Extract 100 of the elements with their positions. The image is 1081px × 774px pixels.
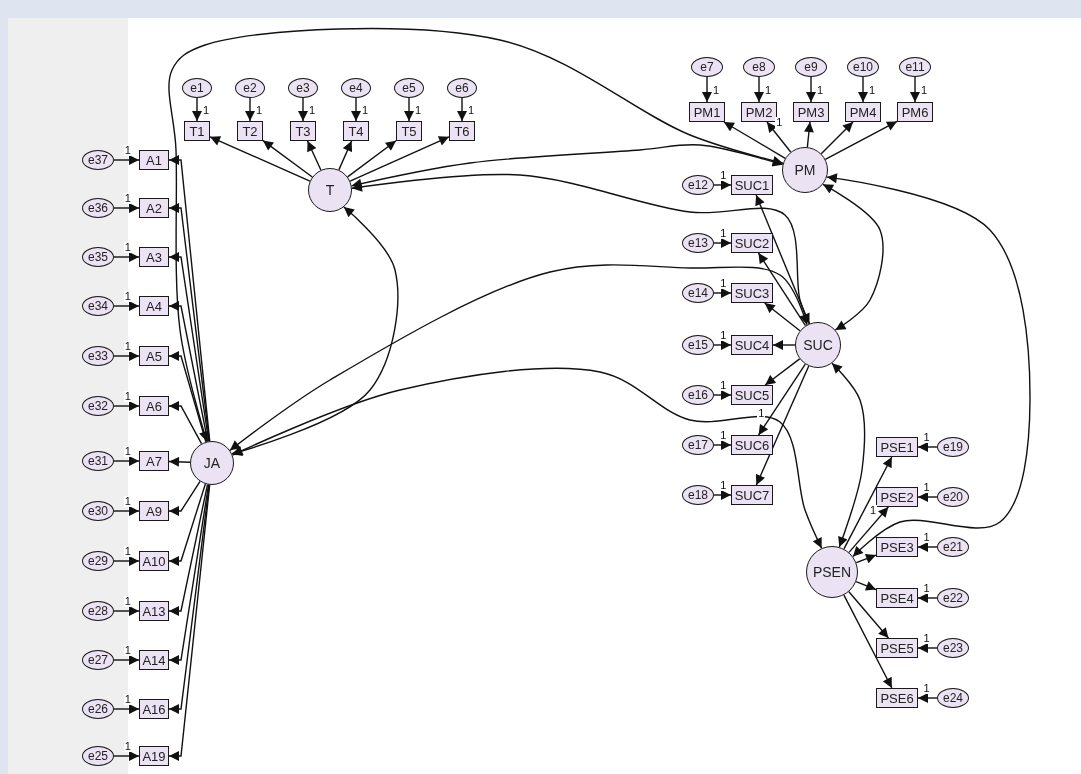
arrow [713, 340, 732, 350]
edge-label: 1 [308, 104, 317, 116]
covariance-arrow [231, 367, 823, 549]
arrow [723, 121, 786, 159]
error-term-circle: e22 [937, 588, 969, 608]
edge-label: 1 [123, 741, 132, 752]
error-term-circle: e11 [899, 57, 931, 77]
error-term-circle: e24 [937, 688, 969, 708]
observed-variable-box: T5 [396, 121, 422, 141]
observed-variable-box: PSE3 [876, 537, 918, 557]
covariance-arrow [822, 183, 884, 331]
error-term-circle: e10 [847, 57, 879, 77]
edge-label: 1 [757, 408, 766, 420]
arrow [917, 593, 938, 603]
covariance-arrow [168, 27, 784, 443]
edge-label: 1 [816, 84, 825, 96]
observed-variable-box: A19 [139, 746, 169, 766]
arrow [168, 351, 207, 443]
covariance-arrow [831, 362, 866, 548]
arrow [168, 483, 209, 616]
arrow [338, 140, 353, 171]
arrow [457, 97, 467, 122]
error-term-circle: e19 [937, 437, 969, 457]
arrow [910, 76, 920, 103]
observed-variable-box: A6 [139, 396, 169, 416]
edge-label: 1 [123, 694, 132, 705]
edge-label: 1 [922, 532, 931, 543]
observed-variable-box: T2 [237, 121, 263, 141]
arrow [113, 301, 140, 311]
error-term-circle: e18 [682, 485, 714, 505]
edge-label: 1 [123, 496, 132, 507]
observed-variable-box: SUC1 [731, 175, 773, 195]
arrow [113, 252, 140, 262]
latent-variable-circle: SUC [795, 322, 841, 368]
arrow [713, 180, 732, 190]
edge-label: 1 [123, 645, 132, 656]
arrow [245, 97, 255, 122]
edge-label: 1 [922, 482, 931, 493]
error-term-circle: e9 [795, 57, 827, 77]
edge-label: 1 [123, 341, 132, 352]
covariance-arrow [350, 143, 784, 189]
arrow [713, 288, 732, 298]
arrow [713, 390, 732, 400]
observed-variable-box: PSE5 [876, 638, 918, 658]
arrow [346, 140, 397, 178]
arrow [917, 492, 938, 502]
covariance-arrow [229, 264, 809, 452]
arrow [917, 542, 938, 552]
edge-label: 1 [467, 104, 476, 116]
error-term-circle: e13 [682, 233, 714, 253]
observed-variable-box: A3 [139, 247, 169, 267]
observed-variable-box: PM6 [897, 102, 933, 122]
edge-label: 1 [202, 104, 211, 116]
error-term-circle: e1 [182, 78, 212, 98]
edge-label: 1 [123, 596, 132, 607]
error-term-circle: e3 [288, 78, 318, 98]
observed-variable-box: PSE1 [876, 437, 918, 457]
arrow [168, 301, 209, 443]
arrow [755, 365, 810, 486]
arrow [404, 97, 414, 122]
edge-label: 1 [922, 683, 931, 694]
observed-variable-box: A14 [139, 650, 169, 670]
observed-variable-box: PSE6 [876, 688, 918, 708]
observed-variable-box: A5 [139, 346, 169, 366]
arrow [917, 442, 938, 452]
error-term-circle: e21 [937, 537, 969, 557]
error-term-circle: e2 [235, 78, 265, 98]
observed-variable-box: T4 [343, 121, 369, 141]
observed-variable-box: SUC5 [731, 385, 773, 405]
arrow [755, 194, 810, 325]
arrow [843, 594, 893, 689]
error-term-circle: e6 [447, 78, 477, 98]
observed-variable-box: PM3 [793, 102, 829, 122]
observed-variable-box: PM1 [689, 102, 725, 122]
observed-variable-box: A4 [139, 296, 169, 316]
observed-variable-box: T3 [290, 121, 316, 141]
arrow [168, 483, 207, 566]
edge-label: 1 [868, 84, 877, 96]
arrow [168, 484, 210, 665]
observed-variable-box: SUC3 [731, 283, 773, 303]
edge-label: 1 [123, 546, 132, 557]
arrow [824, 120, 898, 160]
edge-label: 1 [922, 633, 931, 644]
arrow [262, 139, 313, 178]
arrow [764, 302, 801, 332]
arrow [298, 97, 308, 122]
arrow [803, 121, 814, 148]
observed-variable-box: PM4 [845, 102, 881, 122]
observed-variable-box: SUC2 [731, 233, 773, 253]
edge-label: 1 [414, 104, 423, 116]
edge-label: 1 [922, 432, 931, 443]
arrow [306, 140, 322, 171]
observed-variable-box: SUC6 [731, 435, 773, 455]
edge-label: 1 [712, 84, 721, 96]
arrow [766, 121, 792, 153]
error-term-circle: e8 [743, 57, 775, 77]
edge-label: 1 [764, 84, 773, 96]
error-term-circle: e23 [937, 638, 969, 658]
observed-variable-box: PM2 [741, 102, 777, 122]
arrow [113, 655, 140, 665]
